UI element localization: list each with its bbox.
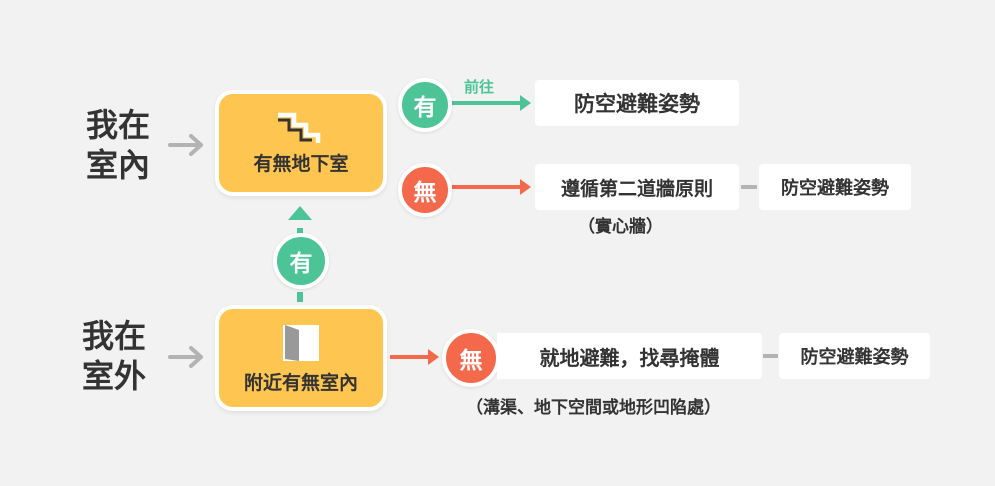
indoor-yes-badge: 有 (398, 78, 452, 132)
take-cover-note: （溝渠、地下空間或地形凹陷處） (466, 398, 721, 418)
indoor-label-line1: 我在 (85, 106, 150, 144)
take-cover-result: 就地避難，找尋掩體 (497, 333, 762, 379)
basement-question-text: 有無地下室 (253, 152, 349, 175)
outdoor-entry-arrow (168, 346, 203, 368)
outdoor-label-line2: 室外 (81, 357, 146, 395)
indoor-no-final-result: 防空避難姿勢 (759, 164, 911, 210)
stairs-icon (278, 112, 321, 143)
indoor-yes-arrow (452, 95, 531, 111)
nearby-indoor-question-text: 附近有無室內 (243, 371, 358, 394)
go-to-label: 前往 (464, 78, 495, 96)
outdoor-no-badge: 無 (442, 329, 500, 387)
outdoor-yes-badge: 有 (273, 233, 329, 289)
nearby-indoor-question-box: 附近有無室內 (215, 305, 387, 411)
door-icon (283, 324, 319, 361)
indoor-label-line2: 室內 (85, 146, 150, 184)
indoor-no-arrow (452, 179, 531, 195)
solid-wall-note: （實心牆） (578, 217, 663, 237)
indoor-no-badge: 無 (398, 163, 452, 217)
outdoor-no-arrow (390, 349, 439, 365)
indoor-label: 我在 室內 (78, 105, 158, 185)
outdoor-label-line1: 我在 (81, 317, 146, 355)
basement-question-box: 有無地下室 (215, 90, 387, 196)
second-wall-result: 遵循第二道牆原則 (535, 164, 739, 210)
indoor-yes-result: 防空避難姿勢 (535, 80, 739, 126)
indoor-entry-arrow (168, 134, 203, 156)
outdoor-no-final-result: 防空避難姿勢 (779, 333, 930, 379)
outdoor-label: 我在 室外 (74, 316, 154, 396)
